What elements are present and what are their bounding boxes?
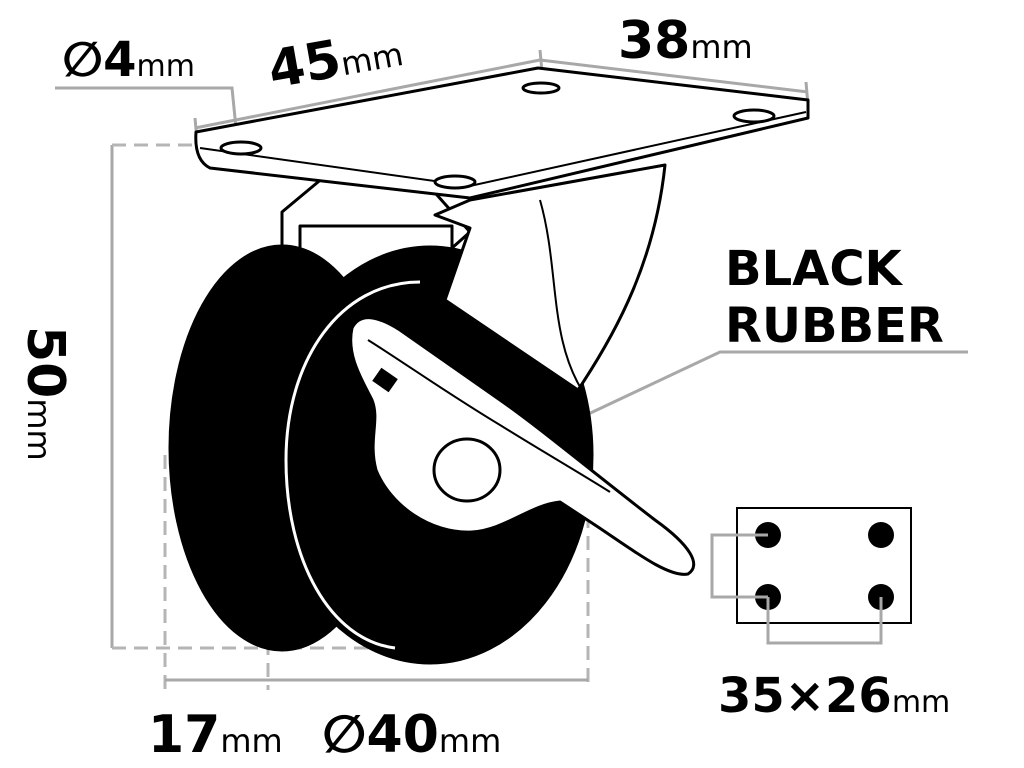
- wheel-diameter-label: ∅40mm: [322, 705, 501, 765]
- wheel-width-label: 17mm: [148, 705, 283, 765]
- mount-hole: [868, 522, 894, 548]
- plate-hole: [433, 174, 477, 190]
- wheel-rim-edge: [284, 280, 421, 650]
- bracket-back: [280, 170, 472, 270]
- bracket-front-leg: [433, 163, 667, 392]
- hole-pattern-inset: [710, 507, 912, 645]
- plate-hole: [219, 140, 263, 156]
- hole-spacing-horizontal: [766, 597, 883, 645]
- dimension-lines: [55, 49, 968, 690]
- plate-hole: [521, 81, 561, 95]
- caster-wheel-illustration: [168, 66, 810, 665]
- plate-length-label: 45mm: [264, 18, 407, 100]
- plate-length-line: [194, 58, 541, 130]
- material-leader: [564, 350, 968, 427]
- brake-pin: [372, 367, 398, 393]
- hole-spacing-vertical: [710, 533, 768, 599]
- plate-width-label: 38mm: [618, 11, 753, 71]
- axle-bolt: [432, 437, 502, 503]
- plate-width-line: [539, 58, 809, 94]
- material-label-line1: BLACK: [725, 241, 904, 297]
- plate-hole: [732, 108, 776, 124]
- brake-lever: [349, 316, 696, 576]
- mounting-plate: [194, 66, 810, 200]
- height-label: 50mm: [15, 326, 75, 461]
- hole-spacing-label: 35×26mm: [718, 668, 950, 724]
- material-label-line2: RUBBER: [725, 298, 944, 354]
- hole-diameter-label: ∅4mm: [62, 32, 195, 88]
